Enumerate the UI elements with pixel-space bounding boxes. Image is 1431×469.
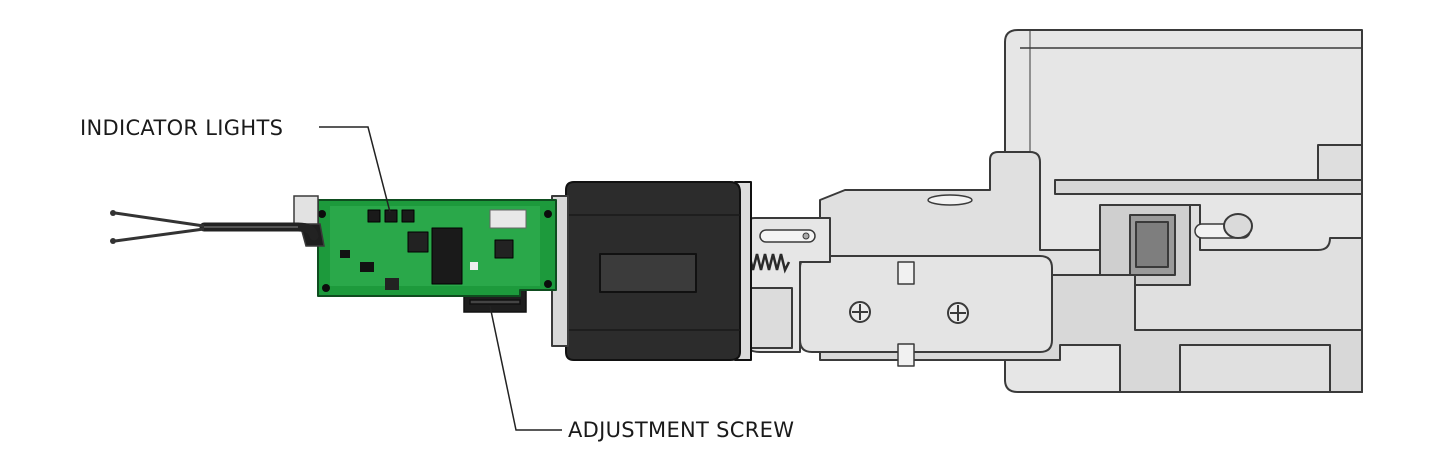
solenoid-coil [551, 181, 752, 361]
clamp-plate [799, 255, 1053, 367]
leader-indicator-lights [319, 126, 391, 213]
indicator-lights-label: INDICATOR LIGHTS [80, 116, 284, 140]
screw-head-left [849, 301, 871, 323]
circuit-board [317, 199, 557, 297]
adjustment-screw-label: ADJUSTMENT SCREW [568, 418, 795, 442]
screw-head-right [947, 302, 969, 324]
cable [110, 210, 319, 244]
leader-adjustment-screw [489, 305, 562, 431]
pcb-connector [293, 195, 325, 247]
spring-right [743, 250, 791, 274]
